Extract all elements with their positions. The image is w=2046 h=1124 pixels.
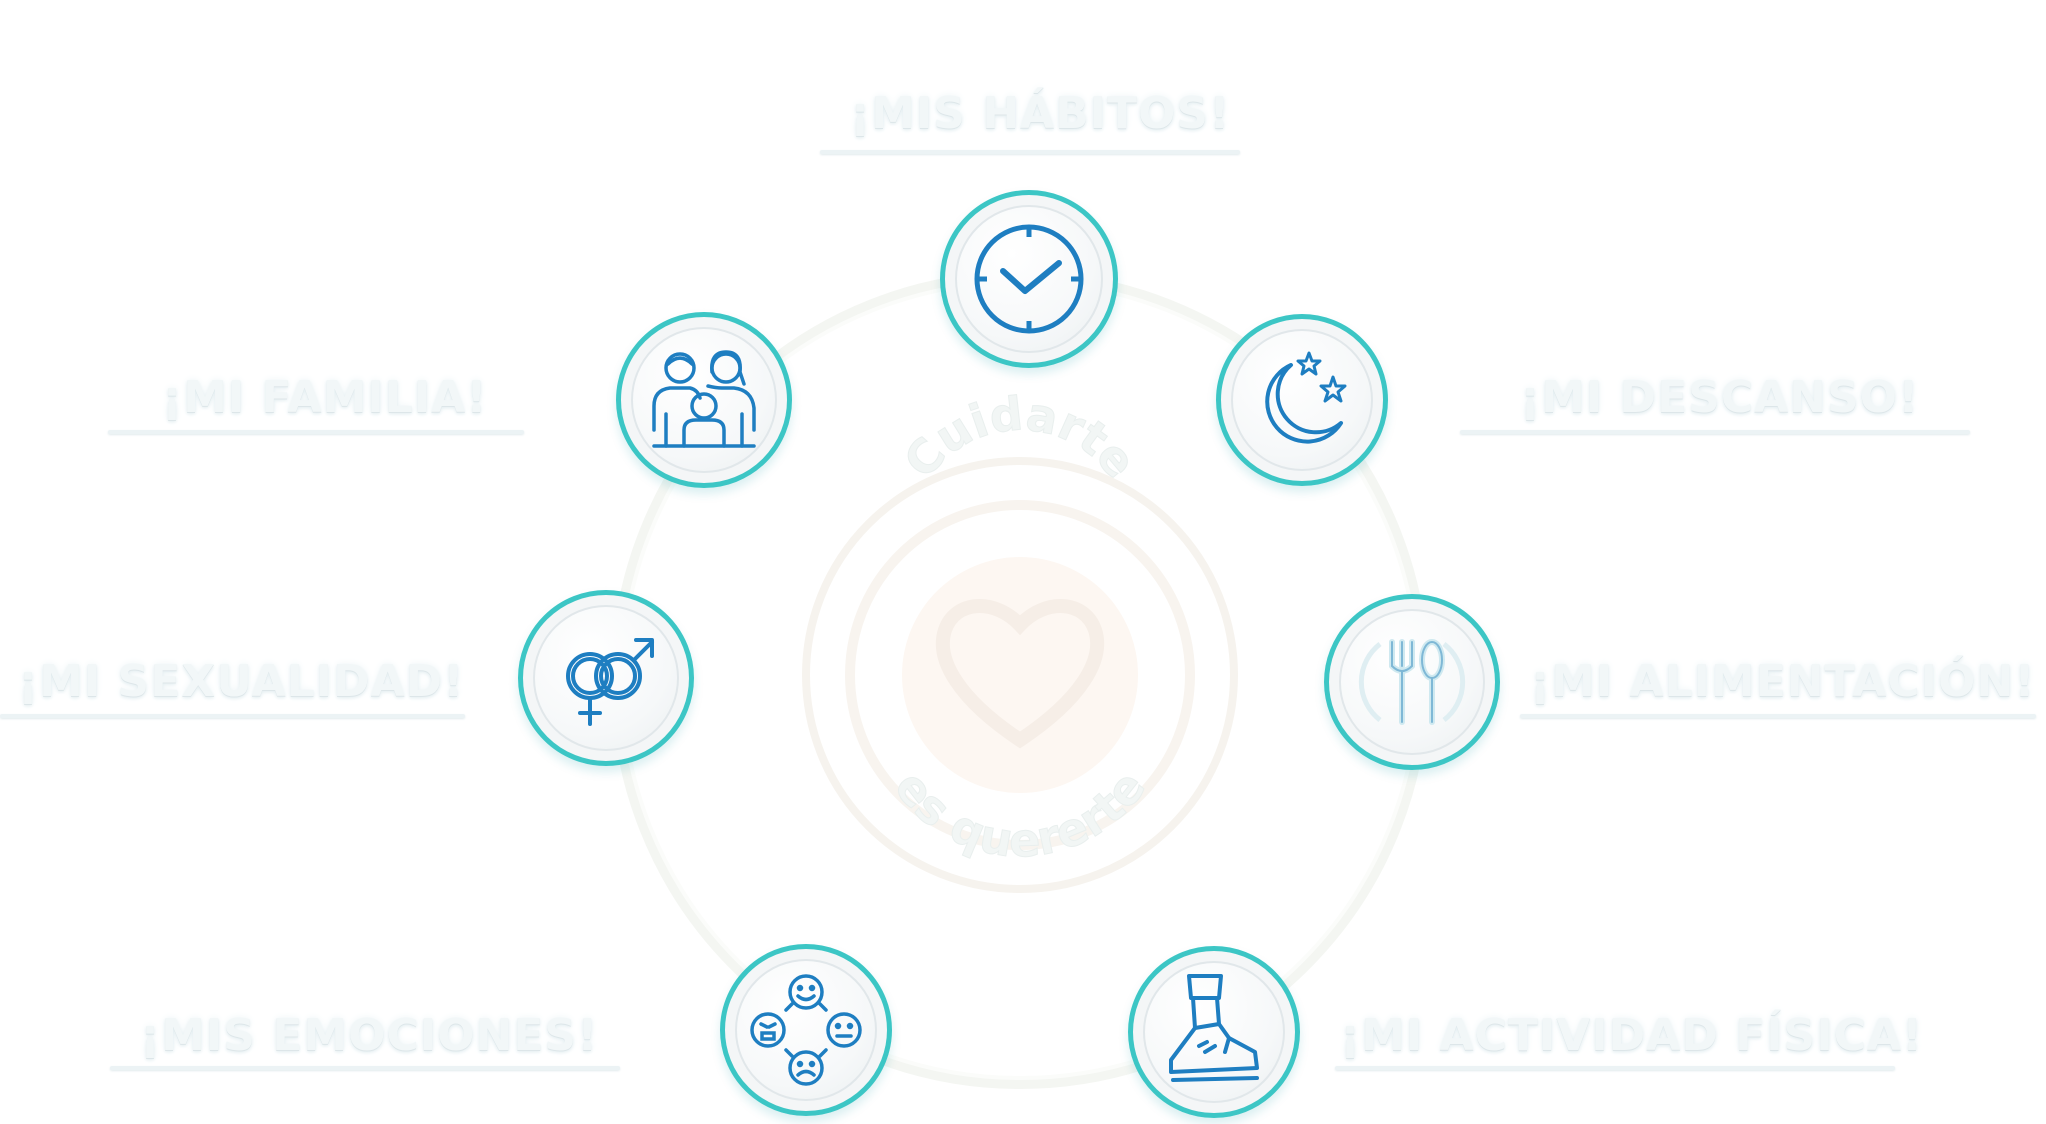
underline-sexualidad — [0, 714, 465, 718]
label-habitos: ¡MIS HÁBITOS! — [850, 88, 1231, 139]
heart-icon — [935, 599, 1105, 749]
fork-spoon-icon — [1358, 639, 1466, 725]
svg-text:Cuidarte: Cuidarte — [893, 386, 1147, 488]
underline-emociones — [110, 1066, 620, 1070]
node-descanso[interactable] — [1216, 314, 1388, 486]
underline-habitos — [820, 150, 1240, 154]
node-alimentacion[interactable] — [1324, 594, 1500, 770]
node-familia[interactable] — [616, 312, 792, 488]
gender-symbols-icon — [566, 638, 654, 726]
underline-descanso — [1460, 430, 1970, 434]
label-actividad: ¡MI ACTIVIDAD FÍSICA! — [1340, 1010, 1924, 1061]
emotions-faces-icon — [750, 974, 862, 1086]
node-sexualidad[interactable] — [518, 590, 694, 766]
logo-text-top: Cuidarte — [893, 386, 1148, 489]
label-alimentacion: ¡MI ALIMENTACIÓN! — [1530, 656, 2036, 707]
node-actividad[interactable] — [1128, 946, 1300, 1118]
label-sexualidad: ¡MI SEXUALIDAD! — [18, 656, 465, 707]
center-logo: Cuidarte es quererte — [802, 386, 1238, 893]
clock-icon — [974, 224, 1084, 334]
label-emociones: ¡MIS EMOCIONES! — [140, 1010, 599, 1061]
node-emociones[interactable] — [720, 944, 892, 1116]
shoe-icon — [1169, 974, 1259, 1082]
label-descanso: ¡MI DESCANSO! — [1520, 372, 1920, 423]
underline-familia — [108, 430, 524, 434]
family-icon — [652, 350, 756, 448]
underline-alimentacion — [1520, 714, 2036, 718]
moon-stars-icon — [1265, 351, 1347, 444]
underline-actividad — [1335, 1066, 1895, 1070]
node-habitos[interactable] — [940, 190, 1118, 368]
label-familia: ¡MI FAMILIA! — [162, 372, 488, 423]
